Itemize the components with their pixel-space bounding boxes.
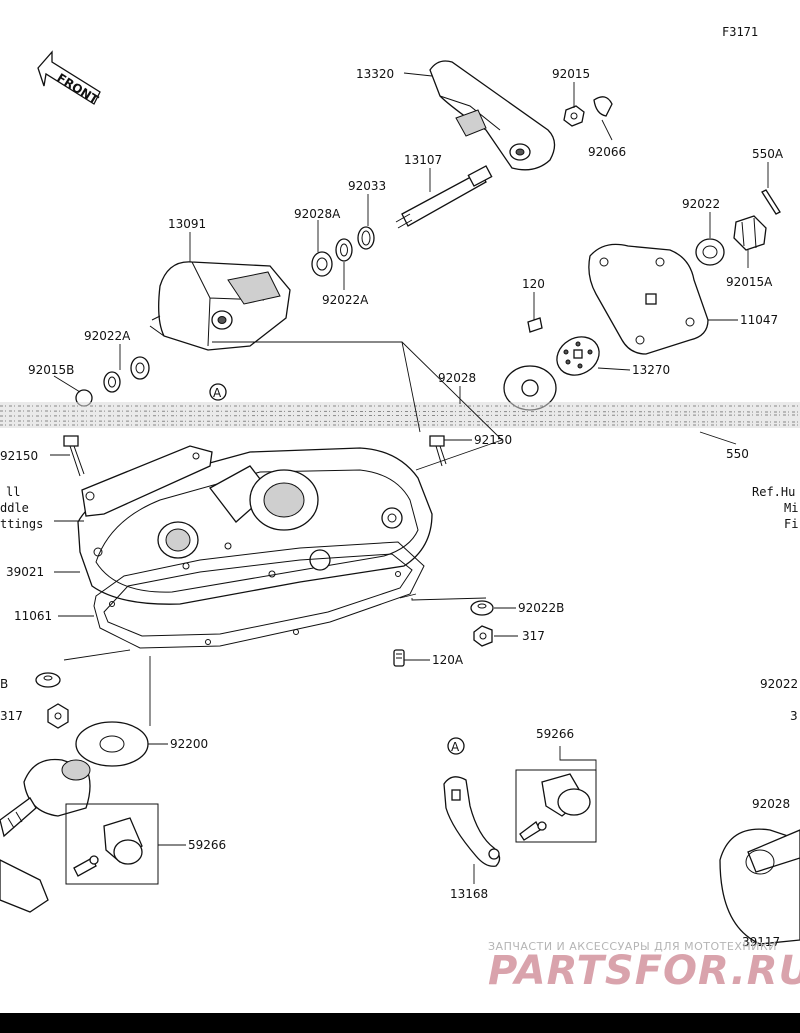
plate-13270-part: [556, 336, 600, 376]
figure-code: F3171: [722, 25, 758, 39]
ref-text-right: Ref.Hu Mi Fi: [752, 485, 798, 531]
label-39021: 39021: [6, 565, 44, 579]
housing-13091-part: [149, 261, 291, 351]
label-92028-right: 92028: [752, 797, 790, 811]
watermark-logo: PARTSFOR.RU: [488, 948, 800, 994]
label-11047: 11047: [740, 313, 778, 327]
section-marker-a-bottom-label: A: [451, 740, 460, 754]
label-92150-left: 92150: [0, 449, 38, 463]
scan-noise-band: [0, 402, 800, 428]
label-120a: 120A: [432, 653, 464, 667]
label-59266-right: 59266: [536, 727, 574, 741]
bracket-11047-part: [588, 243, 709, 355]
cotter-pin-550a-part: [761, 189, 781, 215]
label-92150-right: 92150: [474, 433, 512, 447]
support-bracket-part: [81, 445, 213, 517]
label-11061: 11061: [14, 609, 52, 623]
label-550a: 550A: [752, 147, 784, 161]
bracket-13168-part: [443, 776, 501, 867]
label-92022a-mid: 92022A: [322, 293, 369, 307]
washer-92022a-left-part: [103, 371, 121, 393]
label-92028a: 92028A: [294, 207, 341, 221]
label-13168: 13168: [450, 887, 488, 901]
section-marker-a-top-label: A: [213, 386, 222, 400]
bottom-bar: [0, 1013, 800, 1033]
washer-b-part: [35, 672, 61, 688]
label-92022a-left: 92022A: [84, 329, 131, 343]
label-92022b: 92022B: [518, 601, 564, 615]
clip-92066-part: [593, 96, 613, 117]
gasket-11061-part: [93, 541, 425, 649]
ref-left-line2: ddle: [0, 501, 29, 515]
ref-right-line1: Ref.Hu: [752, 485, 795, 499]
bushing-left-part: [130, 356, 150, 380]
label-13107: 13107: [404, 153, 442, 167]
washer-92022b-part: [470, 600, 494, 616]
nut-92015-part: [563, 105, 585, 127]
shaft-13107-part: [395, 165, 493, 229]
label-92200: 92200: [170, 737, 208, 751]
label-92015a: 92015A: [726, 275, 773, 289]
watermark-tagline: ЗАПЧАСТИ И АКСЕССУАРЫ ДЛЯ МОТОТЕХНИКИ: [488, 940, 777, 953]
label-39117: 39117: [742, 935, 780, 949]
drain-fitting-right-part: [719, 828, 800, 945]
washer-92022-top-part: [695, 238, 725, 266]
bushing-92028a-part: [311, 251, 333, 277]
plug-59266-left-part: [65, 803, 159, 885]
label-92033: 92033: [348, 179, 386, 193]
front-arrow-icon: FRONT: [37, 50, 101, 107]
watermark: ЗАПЧАСТИ И АКСЕССУАРЫ ДЛЯ МОТОТЕХНИКИ PA…: [488, 940, 800, 994]
tilt-handle-part: [429, 60, 556, 171]
nut-317-left-part: [47, 703, 69, 729]
cover-39021-part: [77, 447, 433, 605]
label-317-mid: 317: [522, 629, 545, 643]
castle-nut-92015a-part: [733, 215, 767, 251]
drain-fitting-left-part: [0, 758, 91, 913]
label-92028: 92028: [438, 371, 476, 385]
label-13091: 13091: [168, 217, 206, 231]
bolt-120-part: [527, 317, 543, 333]
plug-59266-right-part: [515, 769, 597, 843]
ref-right-line2: Mi: [784, 501, 798, 515]
bolt-92150-left-part: [63, 435, 85, 477]
ref-right-line3: Fi: [784, 517, 798, 531]
washer-92022a-mid-part: [335, 238, 353, 262]
leader-lines: [50, 72, 769, 884]
label-59266-left: 59266: [188, 838, 226, 852]
label-edge-317: 317: [0, 709, 23, 723]
label-550: 550: [726, 447, 749, 461]
section-marker-a-top: A: [209, 383, 227, 401]
label-92022-top: 92022: [682, 197, 720, 211]
section-marker-a-bottom: A: [447, 737, 465, 755]
label-92066: 92066: [588, 145, 626, 159]
label-edge-b: B: [0, 677, 8, 691]
bolt-92150-right-part: [429, 435, 447, 467]
ref-left-line3: ttings: [0, 517, 43, 531]
nut-317-mid-part: [473, 625, 493, 647]
ref-text-left: ll ddle ttings: [0, 485, 43, 531]
label-edge-3: 3: [790, 709, 798, 723]
label-92015: 92015: [552, 67, 590, 81]
ref-left-line1: ll: [6, 485, 20, 499]
label-13320: 13320: [356, 67, 394, 81]
label-92015b: 92015B: [28, 363, 74, 377]
label-120: 120: [522, 277, 545, 291]
circlip-92033-part: [357, 226, 375, 250]
bolt-120a-part: [393, 649, 405, 667]
label-92022-right: 92022: [760, 677, 798, 691]
label-13270: 13270: [632, 363, 670, 377]
washer-92200-part: [75, 721, 149, 767]
part-labels: 13320 92015 92066 13107 92033 550A 92022…: [0, 67, 798, 949]
